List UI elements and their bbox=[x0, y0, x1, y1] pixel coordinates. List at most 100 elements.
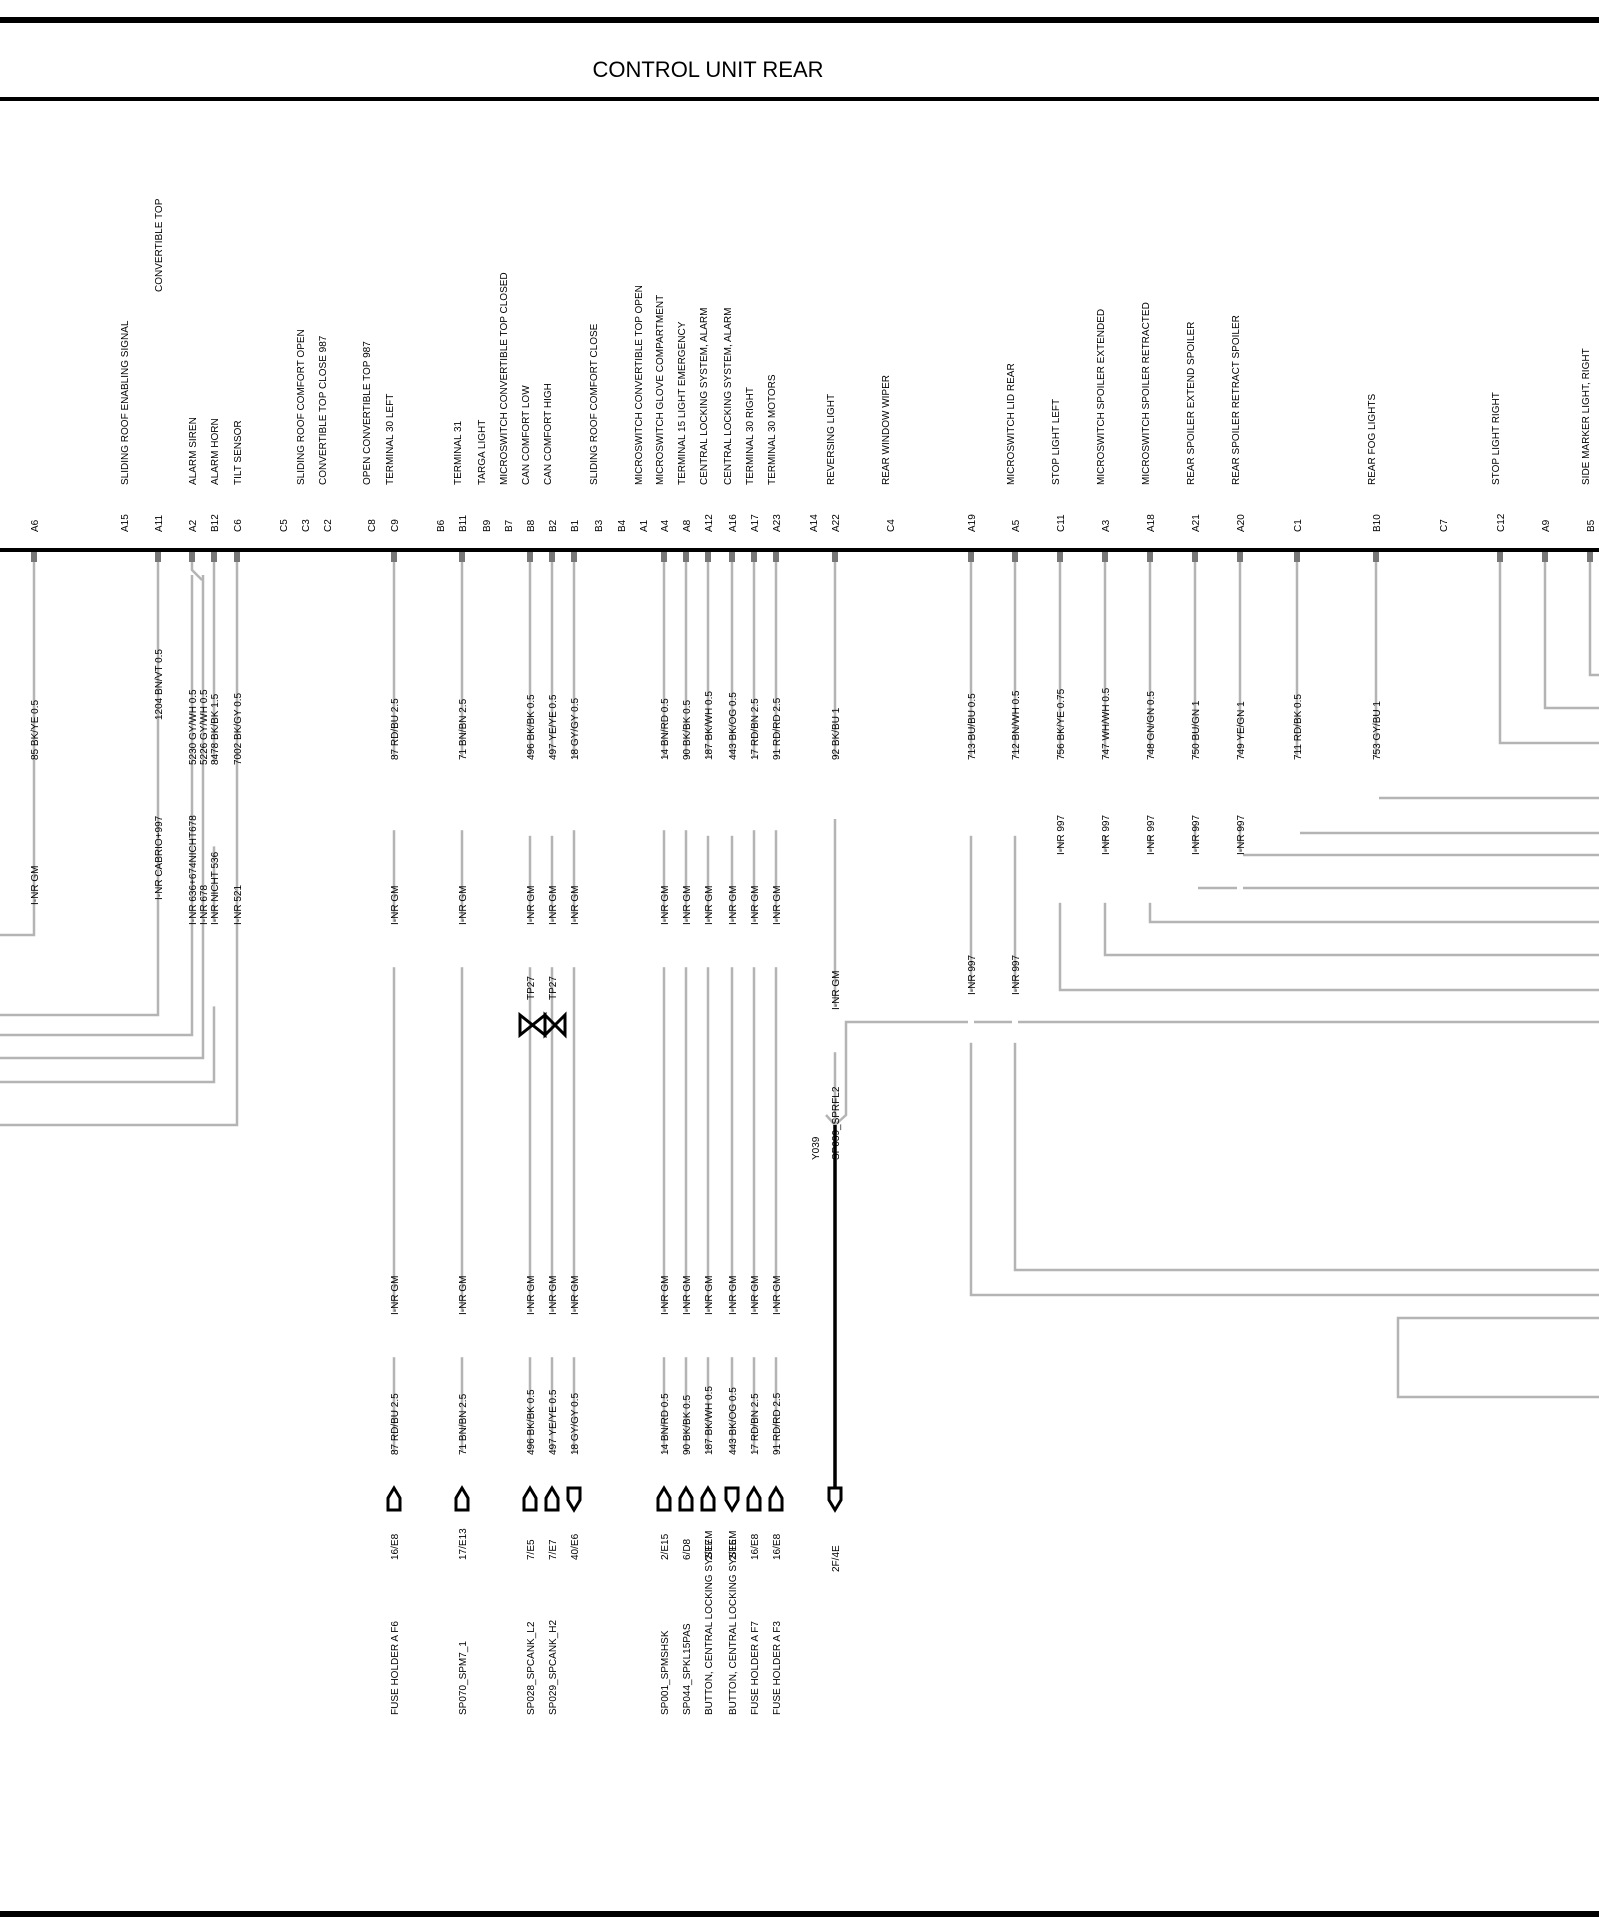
pin-label: A14 bbox=[809, 514, 820, 532]
destination-ref: 2/E6 bbox=[728, 1539, 739, 1560]
pin-label: A12 bbox=[704, 514, 715, 532]
wire-label-gap bbox=[571, 757, 577, 831]
function-label: CENTRAL LOCKING SYSTEM, ALARM bbox=[699, 308, 710, 485]
pin-label: A4 bbox=[660, 519, 671, 532]
splice-id-label: Y039 bbox=[811, 1136, 822, 1160]
diagram-title: CONTROL UNIT REAR bbox=[592, 57, 823, 82]
pin-label: A18 bbox=[1146, 514, 1157, 532]
function-label: REAR WINDOW WIPER bbox=[881, 375, 892, 485]
function-label: CONVERTIBLE TOP bbox=[154, 198, 165, 292]
wire-right bbox=[1013, 552, 1599, 1272]
wire-label: 87 RD/BU 2.5 bbox=[390, 698, 401, 760]
pin-label: A5 bbox=[1011, 519, 1022, 532]
function-label: MICROSWITCH CONVERTIBLE TOP OPEN bbox=[634, 285, 645, 485]
function-label: CAN COMFORT HIGH bbox=[543, 383, 554, 485]
wire-label: I-NR 997 bbox=[1236, 815, 1247, 855]
wire-label: I-NR NICHT 536 bbox=[210, 851, 221, 925]
wire-connector bbox=[746, 1485, 762, 1512]
wire-right bbox=[1058, 552, 1599, 992]
wire-label-gap bbox=[571, 922, 577, 968]
wire-label-gap bbox=[1237, 852, 1243, 903]
pin-label: A3 bbox=[1101, 519, 1112, 532]
wire-label-gap bbox=[705, 1312, 711, 1358]
wire-layer bbox=[0, 552, 1599, 1531]
wire-label-gap bbox=[549, 922, 555, 968]
wire-label: I-NR GM bbox=[548, 886, 559, 925]
wire-label-gap bbox=[1012, 992, 1018, 1043]
wire-label: 91 RD/RD 2.5 bbox=[772, 1392, 783, 1455]
pin-label: A22 bbox=[831, 514, 842, 532]
wire-label-gap bbox=[571, 1312, 577, 1358]
wire-label-gap bbox=[527, 1312, 533, 1358]
wire-label-gap bbox=[1373, 757, 1379, 825]
wire-label-gap bbox=[1147, 852, 1153, 903]
pin-terminal bbox=[729, 552, 735, 562]
wire-label: I-NR GM bbox=[728, 886, 739, 925]
wire-label: 71 BN/BN 2.5 bbox=[458, 1393, 469, 1455]
pin-terminal bbox=[31, 552, 37, 562]
wire-label: 711 RD/BK 0.5 bbox=[1293, 694, 1304, 760]
pin-label: B9 bbox=[482, 519, 493, 532]
pin-terminal bbox=[832, 552, 838, 562]
pin-terminal bbox=[1587, 552, 1593, 562]
wire-label: I-NR 521 bbox=[233, 885, 244, 925]
wire-label: 496 BK/BK 0.5 bbox=[526, 694, 537, 760]
wire-label-gap bbox=[211, 762, 217, 847]
pin-terminal bbox=[1102, 552, 1108, 562]
pin-terminal bbox=[1192, 552, 1198, 562]
wire-left bbox=[0, 552, 160, 1017]
pin-terminal bbox=[549, 552, 555, 562]
function-label: REAR FOG LIGHTS bbox=[1367, 394, 1378, 485]
title-underline bbox=[0, 97, 1599, 101]
destination-ref: 2/E15 bbox=[660, 1533, 671, 1560]
wire-label: I-NR GM bbox=[458, 886, 469, 925]
wire-label: I-NR GM bbox=[526, 886, 537, 925]
wire-label-gap bbox=[549, 1452, 555, 1531]
wire-label: 497 YE/YE 0.5 bbox=[548, 1389, 559, 1455]
splice-label: SP039_SPRFL2 bbox=[831, 1086, 842, 1160]
wire-label: 17 RD/BN 2.5 bbox=[750, 1393, 761, 1455]
pin-terminal bbox=[155, 552, 161, 562]
wire-left bbox=[0, 552, 216, 1084]
wire-label: 713 BU/BU 0.5 bbox=[967, 693, 978, 760]
wire-label: I-NR GM bbox=[548, 1276, 559, 1315]
wire-label: 187 BK/WH 0.5 bbox=[704, 691, 715, 760]
wire-label-gap bbox=[705, 922, 711, 968]
pin-label: C8 bbox=[367, 519, 378, 532]
pin-terminal bbox=[1057, 552, 1063, 562]
wire-label: 14 BN/RD 0.5 bbox=[660, 1393, 671, 1455]
wire-label: I-NR CABRIO+997 bbox=[154, 815, 165, 900]
pin-terminal bbox=[968, 552, 974, 562]
wire-connector bbox=[454, 1485, 470, 1512]
wire-label-gap bbox=[1102, 852, 1108, 903]
wire-label-gap bbox=[211, 922, 217, 1007]
wire-label: I-NR GM bbox=[458, 1276, 469, 1315]
pin-terminal bbox=[527, 552, 533, 562]
function-label: TERMINAL 15 LIGHT EMERGENCY bbox=[677, 321, 688, 485]
destination-ref: 16/E8 bbox=[772, 1533, 783, 1560]
wire-label-gap bbox=[773, 1312, 779, 1358]
wire-label-gap bbox=[459, 1312, 465, 1358]
wire-label: I-NR GM bbox=[570, 1276, 581, 1315]
wire-label: 496 BK/BK 0.5 bbox=[526, 1389, 537, 1455]
wire-label: I-NR GM bbox=[390, 886, 401, 925]
wire-label: 712 BN/WH 0.5 bbox=[1011, 690, 1022, 760]
pin-label: B12 bbox=[210, 514, 221, 532]
pin-terminal bbox=[705, 552, 711, 562]
wire-connector bbox=[386, 1485, 402, 1512]
destination-label: SP028_SPCANK_L2 bbox=[526, 1621, 537, 1715]
wire-label: I-NR 997 bbox=[1011, 955, 1022, 995]
destination-label: SP070_SPM7_1 bbox=[458, 1641, 469, 1715]
pin-label: C5 bbox=[279, 519, 290, 532]
pin-label: A20 bbox=[1236, 514, 1247, 532]
wire-label: 18 GY/GY 0.5 bbox=[570, 697, 581, 760]
function-label: STOP LIGHT LEFT bbox=[1051, 399, 1062, 485]
wire-label: I-NR GM bbox=[704, 1276, 715, 1315]
wire-label-gap bbox=[683, 922, 689, 968]
pin-terminal bbox=[661, 552, 667, 562]
pin-label: A19 bbox=[967, 514, 978, 532]
pin-terminal bbox=[751, 552, 757, 562]
function-label: REAR SPOILER RETRACT SPOILER bbox=[1231, 315, 1242, 485]
function-label: STOP LIGHT RIGHT bbox=[1491, 392, 1502, 485]
